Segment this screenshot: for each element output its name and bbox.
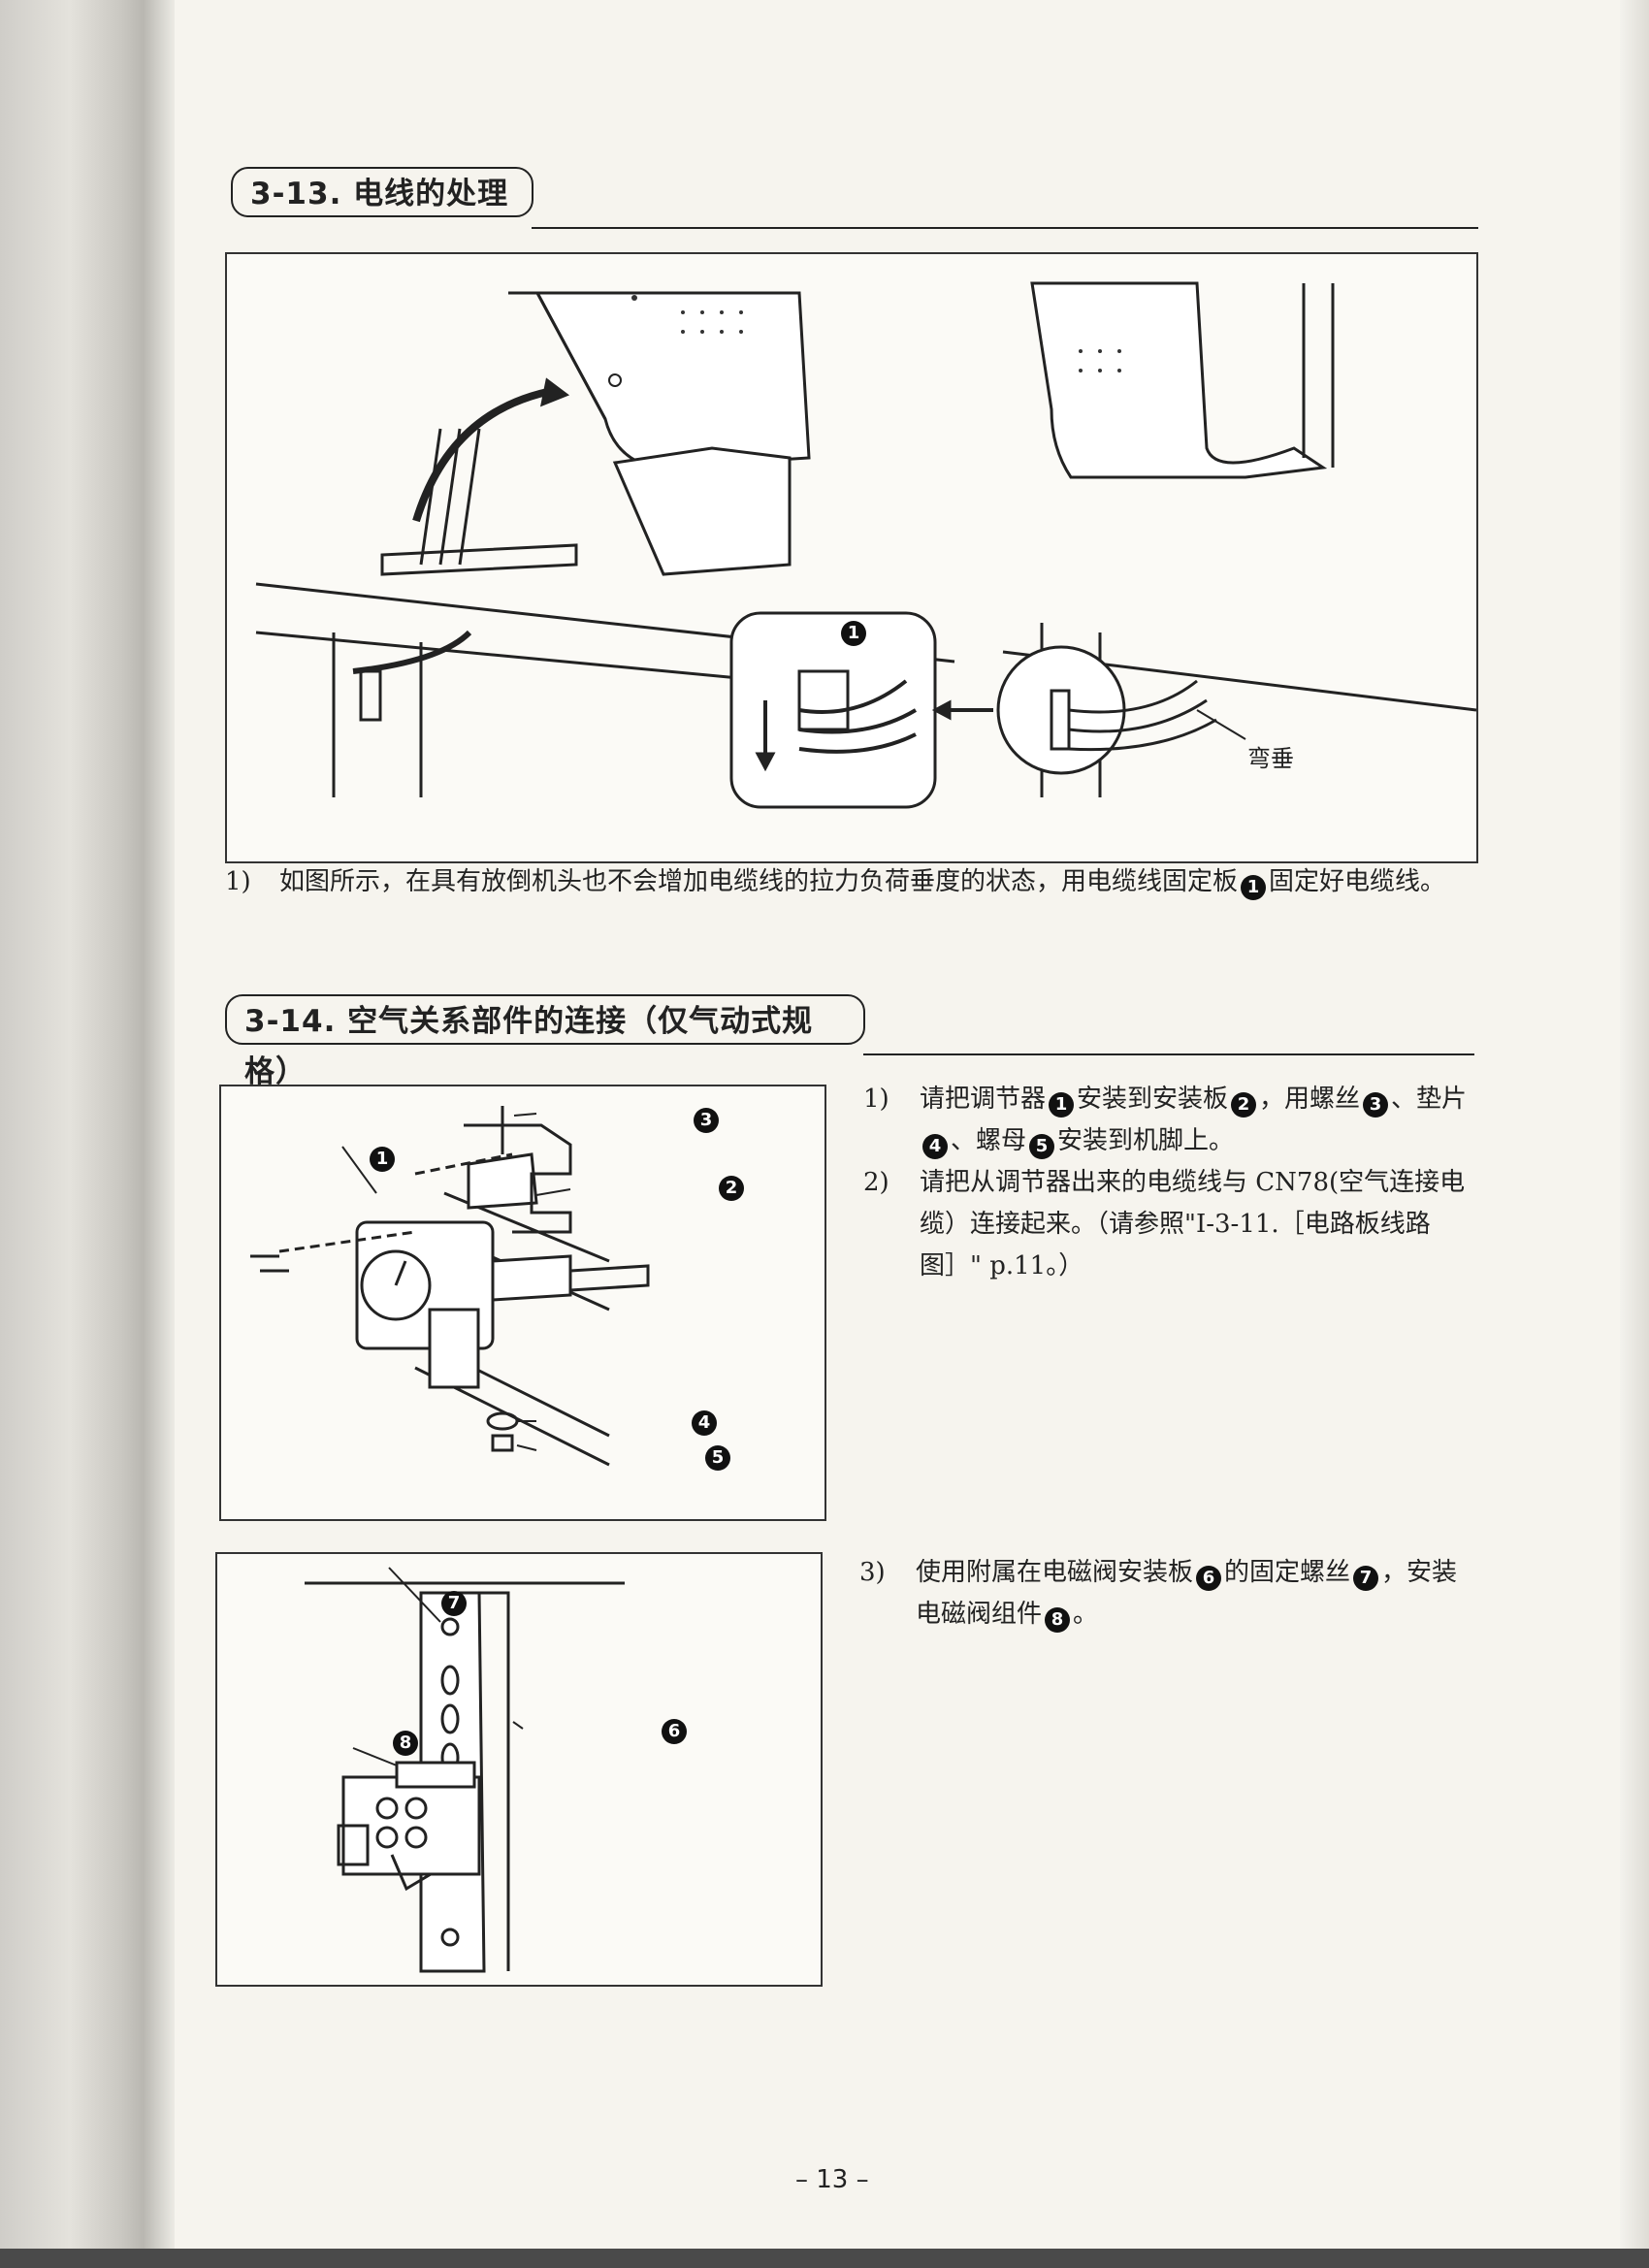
- text-segment: 、垫片: [1391, 1085, 1468, 1114]
- text-segment: 安装到安装板: [1077, 1085, 1229, 1114]
- section-heading-3-14: 3-14. 空气关系部件的连接（仅气动式规格）: [225, 994, 865, 1089]
- figure-cable-handling: 1 弯垂: [225, 252, 1478, 863]
- regulator-illustration: [250, 1106, 650, 1467]
- page-edge: [1620, 0, 1649, 2268]
- figure-regulator-mounting: 1 2 3 4 5: [219, 1085, 826, 1521]
- solenoid-valve-illustration: [305, 1567, 625, 1973]
- scan-edge: [0, 2249, 1649, 2268]
- callout-ref-3: 3: [1363, 1092, 1389, 1118]
- callout-8: 8: [393, 1731, 418, 1756]
- page-number: – 13 –: [795, 2165, 869, 2194]
- step-14-2: 2) 请把从调节器出来的电缆线与 CN78(空气连接电缆）连接起来。（请参照"Ⅰ-…: [863, 1162, 1484, 1298]
- cable-handling-illustration: [255, 281, 1476, 809]
- section-heading-3-13: 3-13. 电线的处理: [231, 167, 534, 217]
- callout-3: 3: [694, 1108, 719, 1133]
- text-segment: 使用附属在电磁阀安装板: [916, 1558, 1194, 1587]
- callout-6: 6: [662, 1719, 687, 1744]
- callout-ref-6: 6: [1196, 1566, 1222, 1591]
- label-sag: 弯垂: [1247, 745, 1294, 772]
- callout-ref-7: 7: [1353, 1566, 1379, 1591]
- text-segment: 、螺母: [951, 1126, 1027, 1155]
- step-number: 1): [225, 867, 251, 896]
- step-number: 3): [859, 1558, 886, 1587]
- callout-ref-2: 2: [1231, 1092, 1257, 1118]
- step-13-1: 1) 如图所示，在具有放倒机头也不会增加电缆线的拉力负荷垂度的状态，用电缆线固定板…: [225, 861, 1476, 949]
- book-binding-shadow: [0, 0, 175, 2268]
- callout-ref-5: 5: [1029, 1134, 1055, 1159]
- callout-2: 2: [719, 1176, 744, 1201]
- section-rule: [863, 1053, 1474, 1055]
- callout-5: 5: [705, 1445, 730, 1471]
- text-segment: ，用螺丝: [1259, 1085, 1361, 1114]
- text-segment: 请把从调节器出来的电缆线与 CN78(空气连接电缆）连接起来。（请参照"Ⅰ-3-…: [920, 1168, 1466, 1280]
- callout-ref-4: 4: [922, 1134, 948, 1159]
- text-segment: ，安装电磁阀组件: [916, 1558, 1458, 1629]
- step-number: 1): [863, 1085, 889, 1114]
- callout-ref-8: 8: [1045, 1607, 1071, 1633]
- text-segment: 如图所示，在具有放倒机头也不会增加电缆线的拉力负荷垂度的状态，用电缆线固定板: [279, 867, 1239, 896]
- callout-1: 1: [841, 621, 866, 646]
- callout-ref-1: 1: [1241, 875, 1267, 900]
- callout-ref-1: 1: [1049, 1092, 1075, 1118]
- step-text: 请把从调节器出来的电缆线与 CN78(空气连接电缆）连接起来。（请参照"Ⅰ-3-…: [920, 1162, 1484, 1287]
- step-number: 2): [863, 1168, 889, 1197]
- callout-4: 4: [692, 1410, 717, 1436]
- text-segment: 。: [1073, 1600, 1099, 1629]
- callout-7: 7: [441, 1591, 467, 1616]
- text-segment: 固定好电缆线。: [1269, 867, 1446, 896]
- text-segment: 安装到机脚上。: [1057, 1126, 1235, 1155]
- figure-solenoid-valve-mounting: 7 6 8: [215, 1552, 823, 1987]
- section-rule: [532, 227, 1478, 229]
- text-segment: 的固定螺丝: [1224, 1558, 1351, 1587]
- callout-1: 1: [370, 1147, 395, 1172]
- text-segment: 请把调节器: [920, 1085, 1047, 1114]
